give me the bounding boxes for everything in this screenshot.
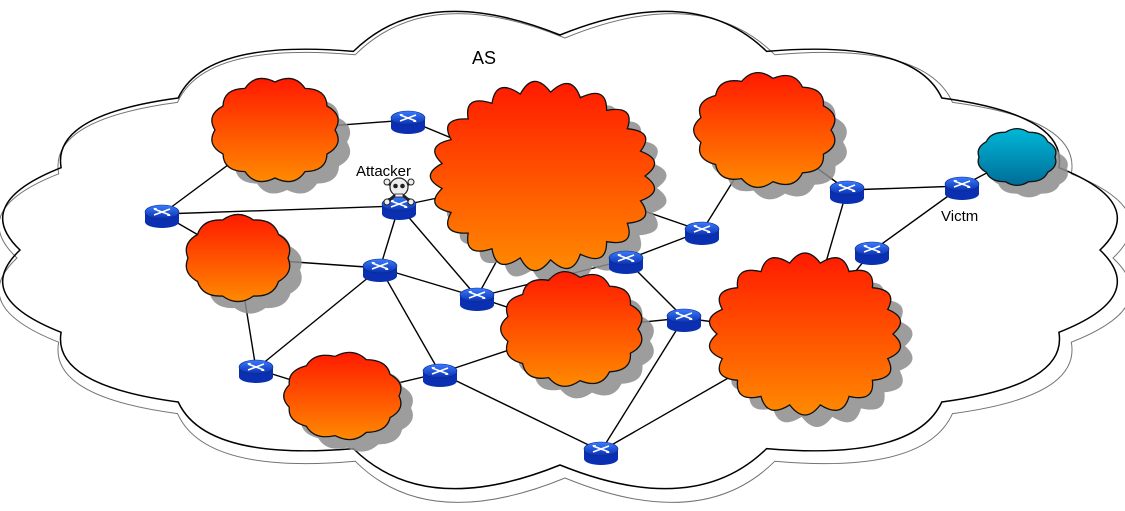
router-icon xyxy=(390,110,426,134)
cloud-tr-body xyxy=(693,72,836,188)
cloud-center-body xyxy=(500,271,643,387)
router-icon xyxy=(422,363,458,387)
cloud-bl-body xyxy=(283,351,402,441)
cloud-bl xyxy=(283,351,413,452)
link-r-mid1-r-bl xyxy=(255,267,381,370)
router-icon xyxy=(608,250,644,274)
cloud-br xyxy=(708,252,913,427)
router-icon xyxy=(362,258,398,282)
link-r-victim-r-right2 xyxy=(871,185,963,252)
link-r-left-r-attacker xyxy=(161,205,400,215)
link-r-mid1-r-bm xyxy=(379,267,441,374)
cloud-victim-body xyxy=(977,128,1057,186)
cloud-br-body xyxy=(708,252,902,416)
router-icon xyxy=(854,241,890,265)
attacker-label: Attacker xyxy=(356,163,411,180)
router-icon xyxy=(829,180,865,204)
as-label: AS xyxy=(472,48,496,68)
router-icon xyxy=(684,221,720,245)
router-icon xyxy=(459,287,495,311)
link-r-attacker-r-mid2 xyxy=(398,205,478,298)
cloud-l xyxy=(185,213,302,314)
router-icon xyxy=(583,441,619,465)
cloud-tl-body xyxy=(211,77,339,183)
link-r-mid5-r-bottom xyxy=(600,317,685,452)
cloud-center xyxy=(500,271,654,399)
cloud-victim xyxy=(977,128,1068,198)
skull-crossbones-icon xyxy=(383,177,415,206)
cloud-big xyxy=(429,80,667,283)
victim-label: Victm xyxy=(941,208,978,225)
cloud-big-body xyxy=(429,80,656,272)
link-r-bm-r-bottom xyxy=(439,372,602,452)
router-icon xyxy=(238,359,274,383)
routers xyxy=(144,110,980,465)
as-cloud-outline-2 xyxy=(0,13,1125,503)
subnet-clouds xyxy=(185,72,1068,452)
cloud-l-body xyxy=(185,213,291,303)
cloud-tl xyxy=(211,77,351,194)
link-r-right1-r-victim xyxy=(846,185,963,191)
router-icon xyxy=(144,204,180,228)
router-icon xyxy=(944,176,980,200)
router-icon xyxy=(666,308,702,332)
cloud-tr xyxy=(693,72,847,200)
